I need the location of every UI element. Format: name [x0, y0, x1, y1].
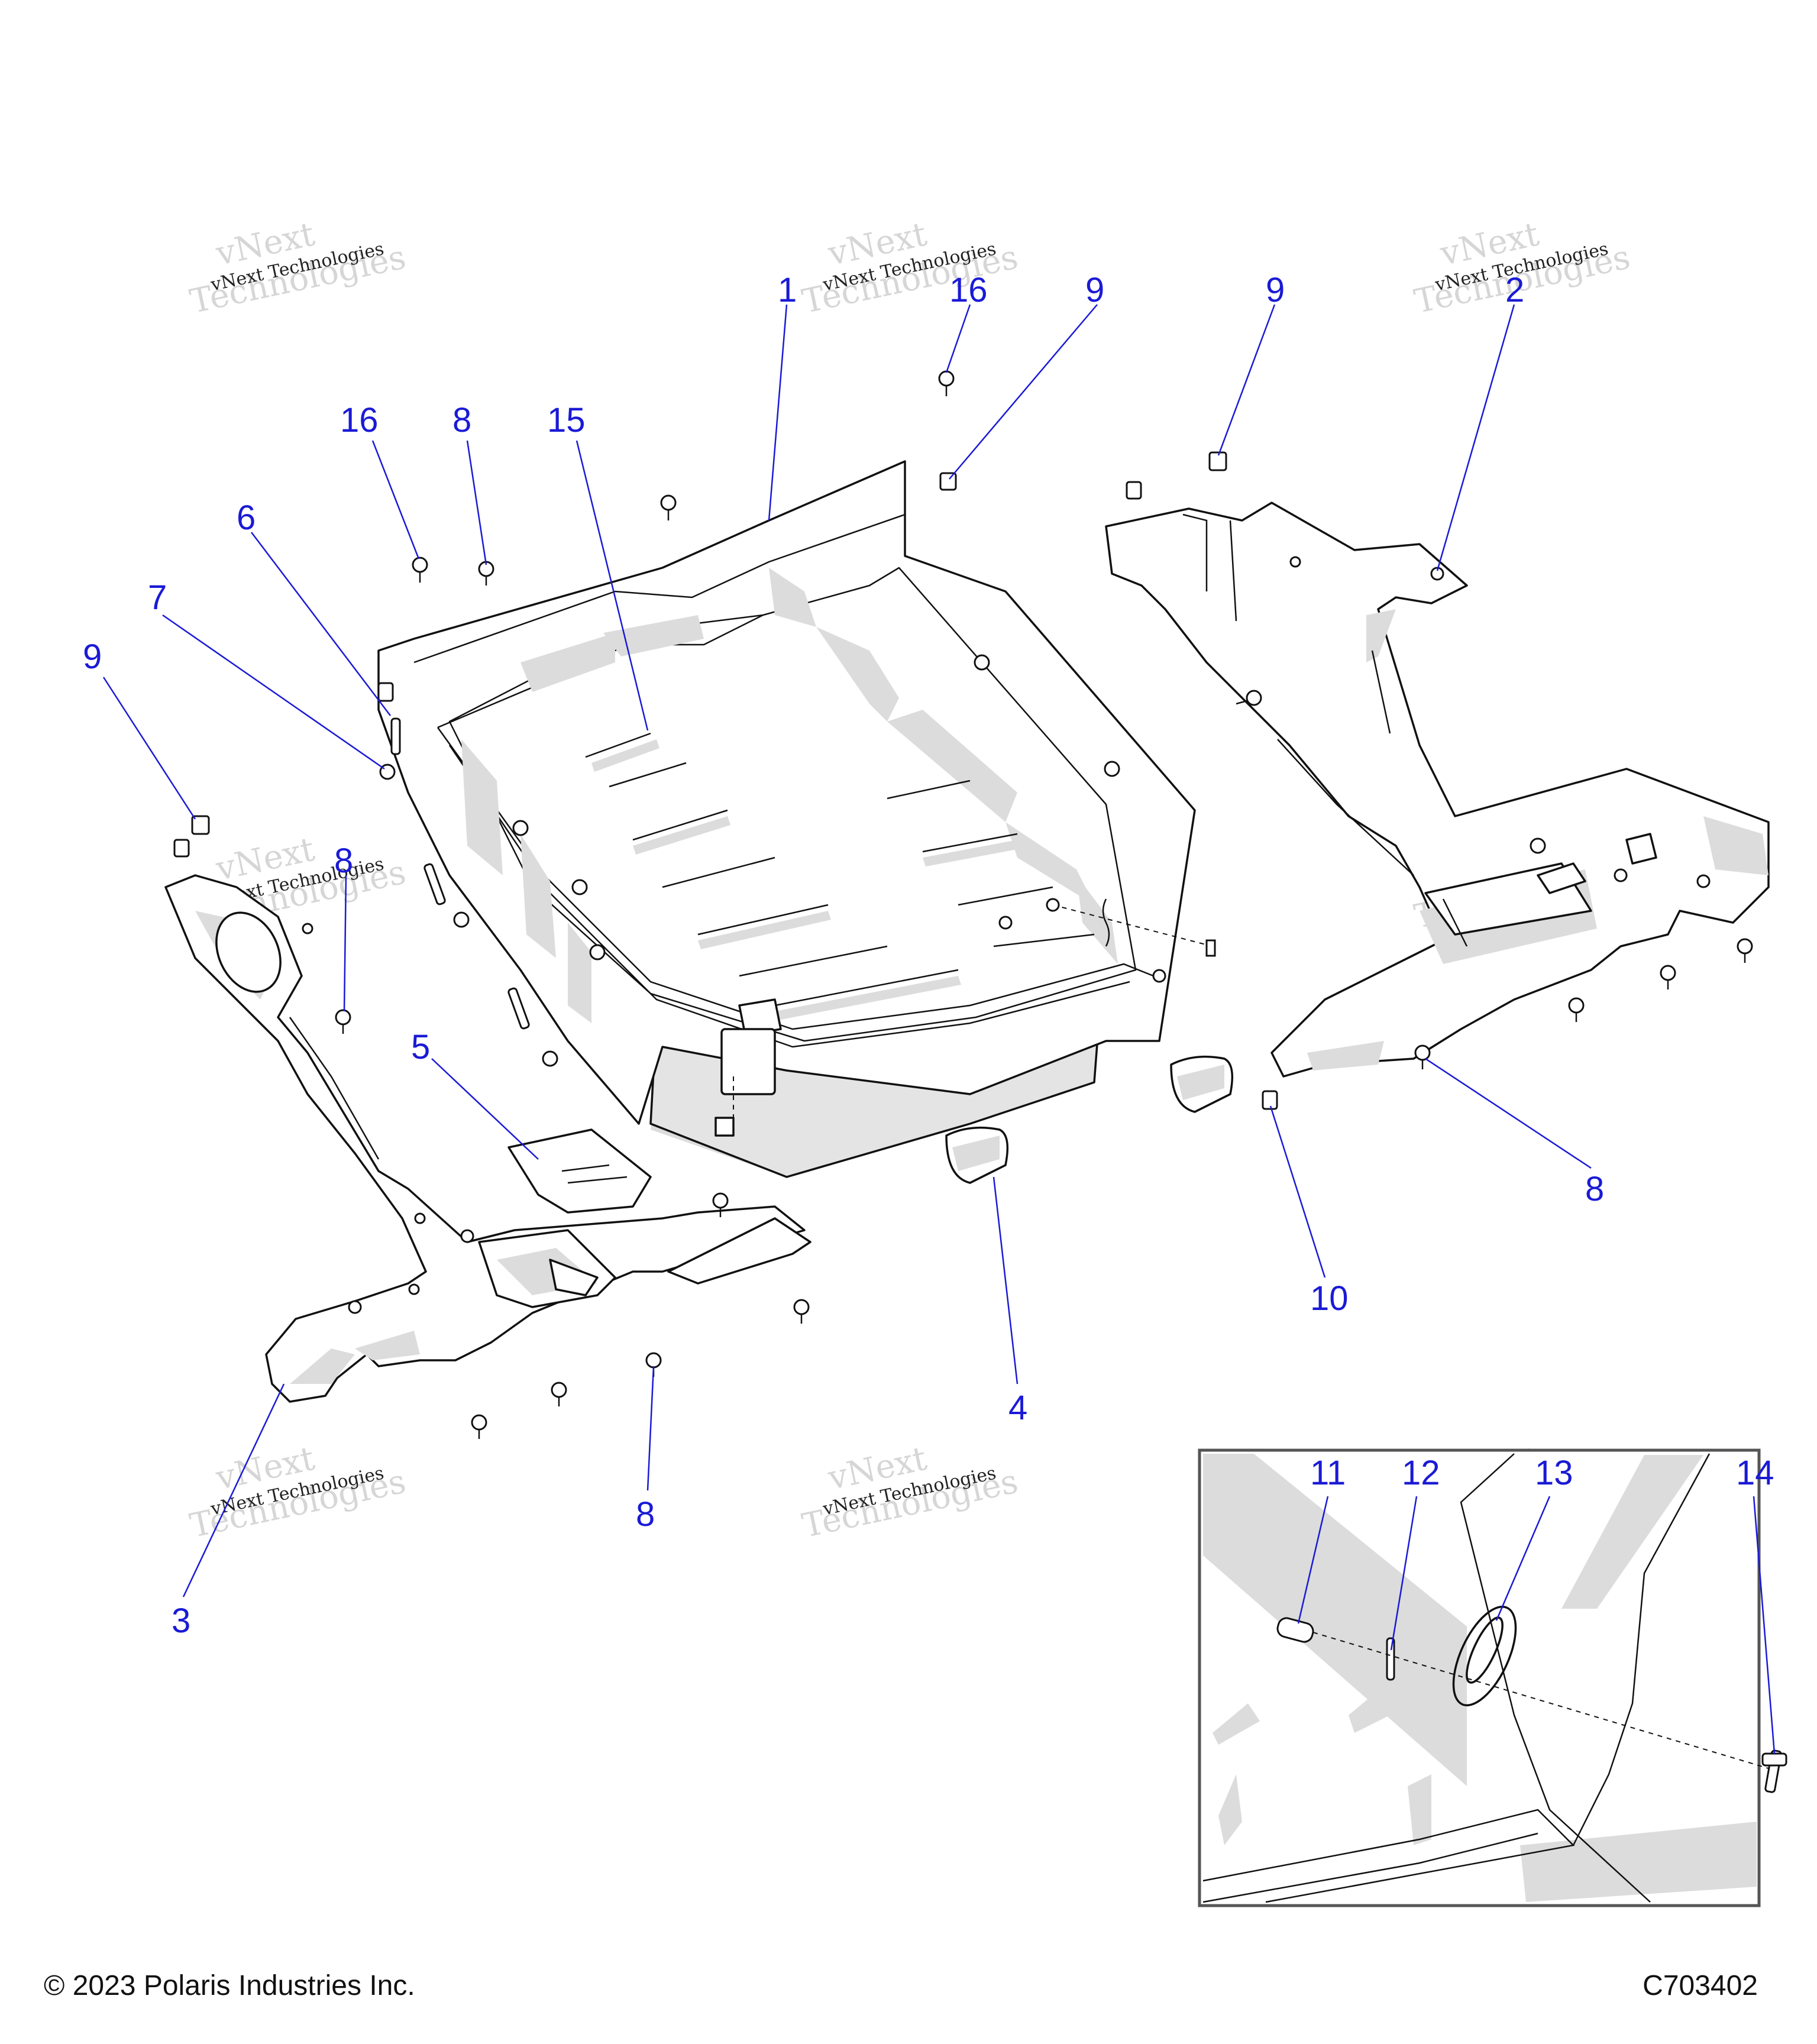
support-frame-part-3 [164, 874, 811, 1403]
callout-4: 4 [1008, 1389, 1027, 1427]
callout-7: 7 [148, 578, 167, 617]
fasteners [173, 370, 1753, 1439]
copyright-text: © 2023 Polaris Industries Inc. [44, 1970, 415, 2001]
callout-9b: 9 [1085, 271, 1104, 309]
callout-15: 15 [547, 401, 586, 439]
callout-2: 2 [1505, 271, 1524, 309]
callout-14: 14 [1736, 1454, 1774, 1492]
callout-10: 10 [1310, 1279, 1349, 1318]
bumper-cap-part-4 [945, 1126, 1009, 1184]
floor-ribs [585, 732, 1095, 1020]
callout-1: 1 [778, 271, 797, 309]
callout-8a: 8 [452, 401, 471, 439]
cargo-box-part-1 [377, 460, 1216, 1178]
support-frame-part-2 [1105, 502, 1770, 1078]
callout-11: 11 [1310, 1454, 1346, 1492]
callout-9c: 9 [1266, 271, 1285, 309]
callout-9a: 9 [83, 638, 102, 676]
callout-16a: 16 [340, 401, 379, 439]
callout-3: 3 [172, 1602, 190, 1640]
callout-13: 13 [1535, 1454, 1573, 1492]
callout-5: 5 [411, 1028, 430, 1066]
inset-detail [1198, 1448, 1787, 1907]
callout-12: 12 [1402, 1454, 1440, 1492]
bumper-cap-right [1170, 1055, 1234, 1113]
callout-8c: 8 [1585, 1170, 1604, 1208]
watermark-bottom-center: vNext Technologies vNext Technologies [799, 1440, 1021, 1546]
callout-6: 6 [237, 499, 256, 537]
callout-16b: 16 [949, 271, 988, 309]
callout-8b: 8 [334, 842, 353, 880]
diagram-code: C703402 [1643, 1970, 1758, 2001]
callout-8d: 8 [636, 1495, 655, 1534]
watermark-top-left: vNext Technologies vNext Technologies [187, 215, 409, 322]
callout-labels: 1 2 3 4 5 6 7 8 8 8 8 9 9 9 10 11 12 13 … [83, 271, 1774, 1640]
access-cover-part-5 [507, 1128, 652, 1214]
leader-lines [102, 304, 1776, 1754]
watermark-bottom-left: vNext Technologies vNext Technologies [187, 1440, 409, 1546]
